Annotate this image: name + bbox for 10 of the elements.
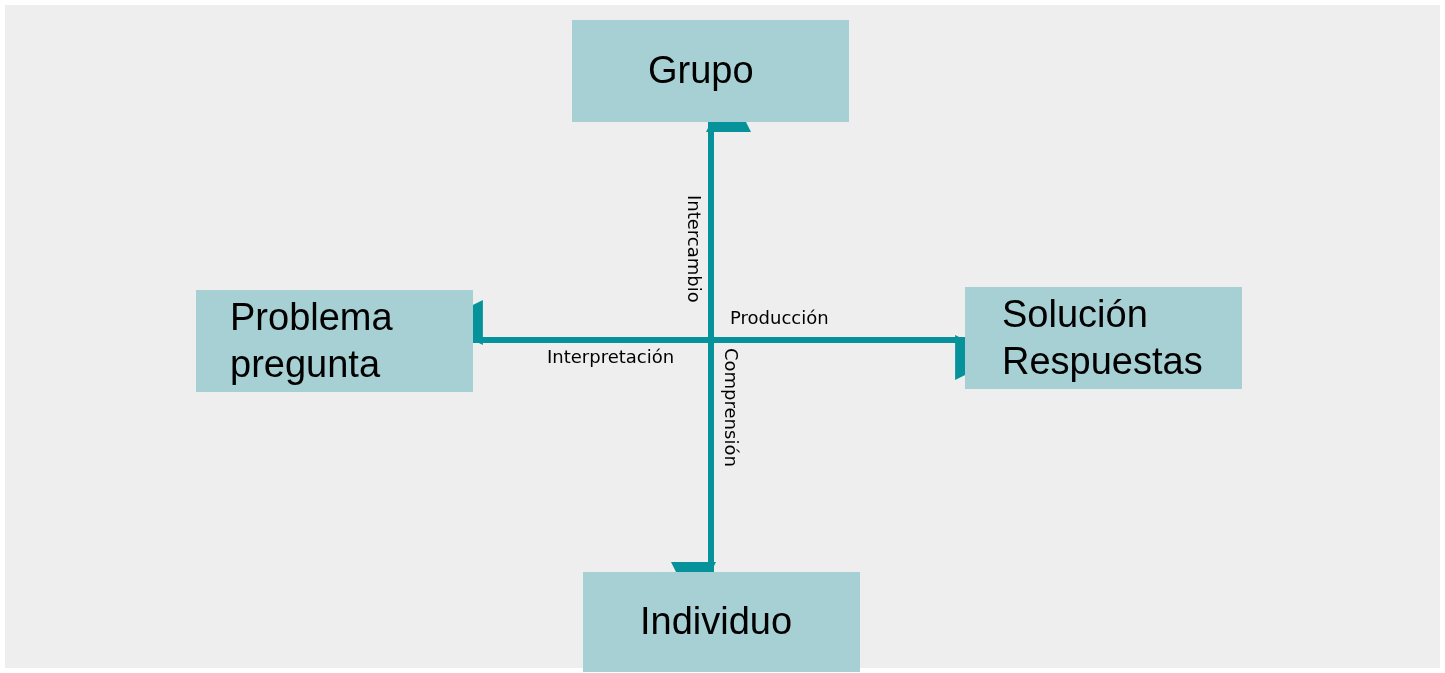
box-text: Solución Respuestas [1002,291,1204,384]
label-box [196,290,473,392]
edge-label: Comprensión [721,348,741,467]
box-text: Grupo [648,48,755,94]
box-text: Individuo [640,599,794,645]
label-box [572,20,849,122]
label-box [965,287,1242,389]
label-box [583,572,860,672]
edge-label: Interpretación [547,347,675,367]
box-text: Problema pregunta [230,294,394,387]
